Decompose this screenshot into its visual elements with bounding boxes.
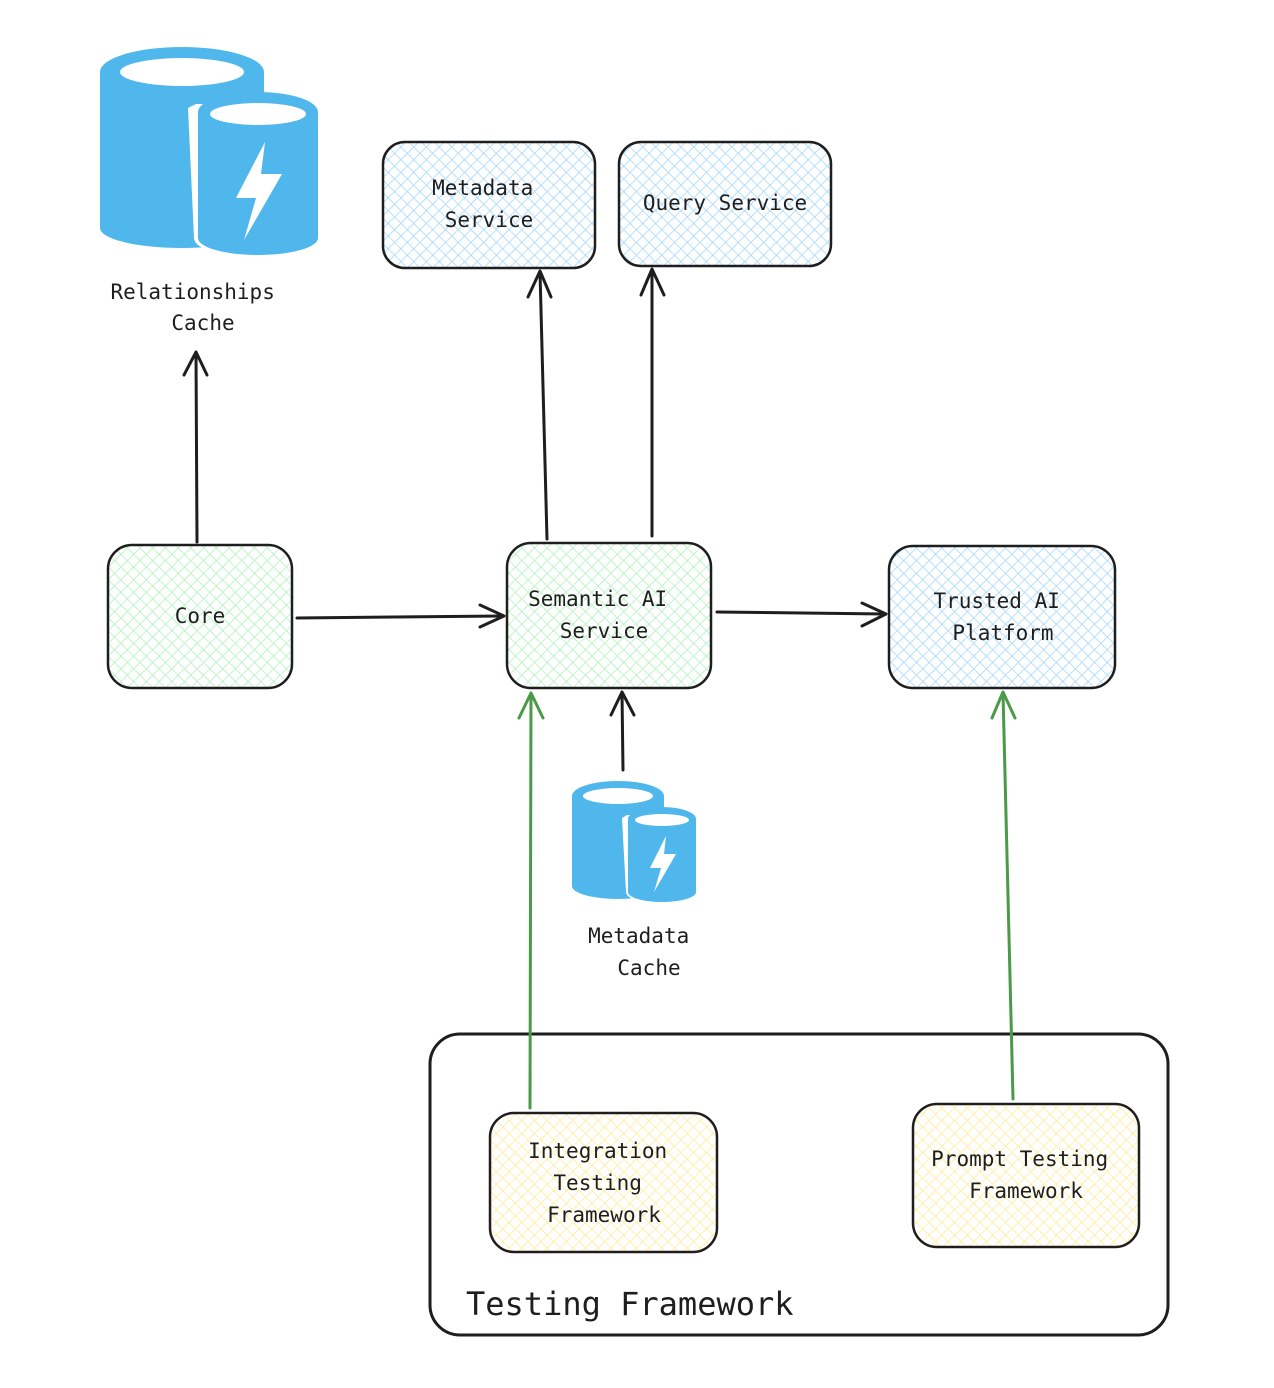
edge-core-to-relationships-cache[interactable] — [182, 350, 209, 544]
edge-semantic-ai-service-to-metadata-service[interactable] — [526, 269, 553, 541]
query-service-label: Query Service — [643, 191, 807, 215]
trusted-ai-platform-label: Trusted AI Platform — [933, 589, 1072, 645]
relationships-cache-label: Relationships Cache — [110, 280, 287, 335]
metadata-cache-label: Metadata Cache — [588, 924, 702, 980]
metadata-service-node[interactable]: Metadata Service — [381, 140, 597, 270]
prompt-testing-framework-node[interactable]: Prompt Testing Framework — [911, 1102, 1141, 1249]
core-label: Core — [175, 604, 226, 628]
semantic-ai-service-node[interactable]: Semantic AI Service — [505, 541, 713, 690]
relationships-cache[interactable]: Relationships Cache — [100, 47, 322, 335]
edge-semantic-ai-service-to-trusted-ai-platform[interactable] — [715, 601, 888, 628]
core-node[interactable]: Core — [106, 543, 294, 690]
metadata-service-label: Metadata Service — [432, 176, 546, 232]
edge-core-to-semantic-ai-service[interactable] — [295, 603, 506, 629]
integration-testing-framework-label: Integration Testing Framework — [528, 1139, 680, 1227]
database-cache-icon — [572, 781, 698, 904]
query-service-node[interactable]: Query Service — [617, 140, 833, 268]
edge-integration-testing-to-semantic-ai-service[interactable] — [517, 691, 545, 1110]
edge-prompt-testing-to-trusted-ai-platform[interactable] — [990, 690, 1017, 1101]
testing-framework-group-border — [428, 1032, 1170, 1337]
testing-framework-group[interactable]: Testing Framework — [428, 1032, 1170, 1337]
trusted-ai-platform-node[interactable]: Trusted AI Platform — [887, 544, 1117, 690]
testing-framework-title: Testing Framework — [466, 1285, 794, 1323]
database-cache-icon — [100, 47, 322, 258]
edge-semantic-ai-service-to-query-service[interactable] — [639, 267, 666, 538]
edge-metadata-cache-to-semantic-ai-service[interactable] — [609, 690, 636, 772]
integration-testing-framework-node[interactable]: Integration Testing Framework — [488, 1111, 719, 1254]
semantic-ai-service-label: Semantic AI Service — [528, 587, 680, 643]
metadata-cache[interactable]: Metadata Cache — [572, 781, 702, 980]
edges — [182, 267, 1017, 1110]
prompt-testing-framework-label: Prompt Testing Framework — [931, 1147, 1121, 1203]
